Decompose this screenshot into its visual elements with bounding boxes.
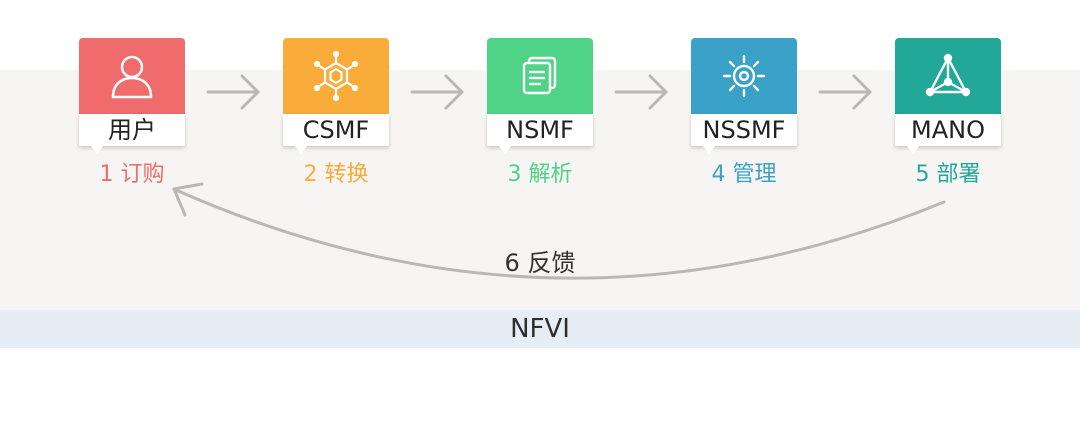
- step-3-label: 3 解析: [507, 162, 573, 187]
- node-mano: MANO: [895, 38, 1001, 154]
- node-nssmf: NSSMF: [691, 38, 797, 154]
- node-csmf-label: CSMF: [283, 114, 389, 154]
- gear-icon: [691, 38, 797, 114]
- step-2-label: 2 转换: [303, 162, 369, 187]
- arrow-nsmf-nssmf: [614, 74, 668, 110]
- feedback-arrow: [172, 182, 946, 280]
- document-stack-icon: [487, 38, 593, 114]
- nfvi-band: [0, 310, 1080, 348]
- step-1-label: 1 订购: [99, 162, 165, 187]
- network-triangle-icon: [895, 38, 1001, 114]
- step-4-label: 4 管理: [711, 162, 777, 187]
- node-nsmf-label: NSMF: [487, 114, 593, 154]
- node-csmf: CSMF: [283, 38, 389, 154]
- node-nssmf-label: NSSMF: [691, 114, 797, 154]
- arrow-user-csmf: [206, 74, 260, 110]
- nfvi-label: NFVI: [510, 314, 570, 344]
- node-mano-label: MANO: [895, 114, 1001, 154]
- hexagon-network-icon: [283, 38, 389, 114]
- node-user: 用户: [79, 38, 185, 154]
- arrow-nssmf-mano: [818, 74, 872, 110]
- feedback-label: 6 反馈: [504, 249, 576, 277]
- node-user-label: 用户: [79, 114, 185, 154]
- arrow-csmf-nsmf: [410, 74, 464, 110]
- step-5-label: 5 部署: [915, 162, 981, 187]
- user-icon: [79, 38, 185, 114]
- node-nsmf: NSMF: [487, 38, 593, 154]
